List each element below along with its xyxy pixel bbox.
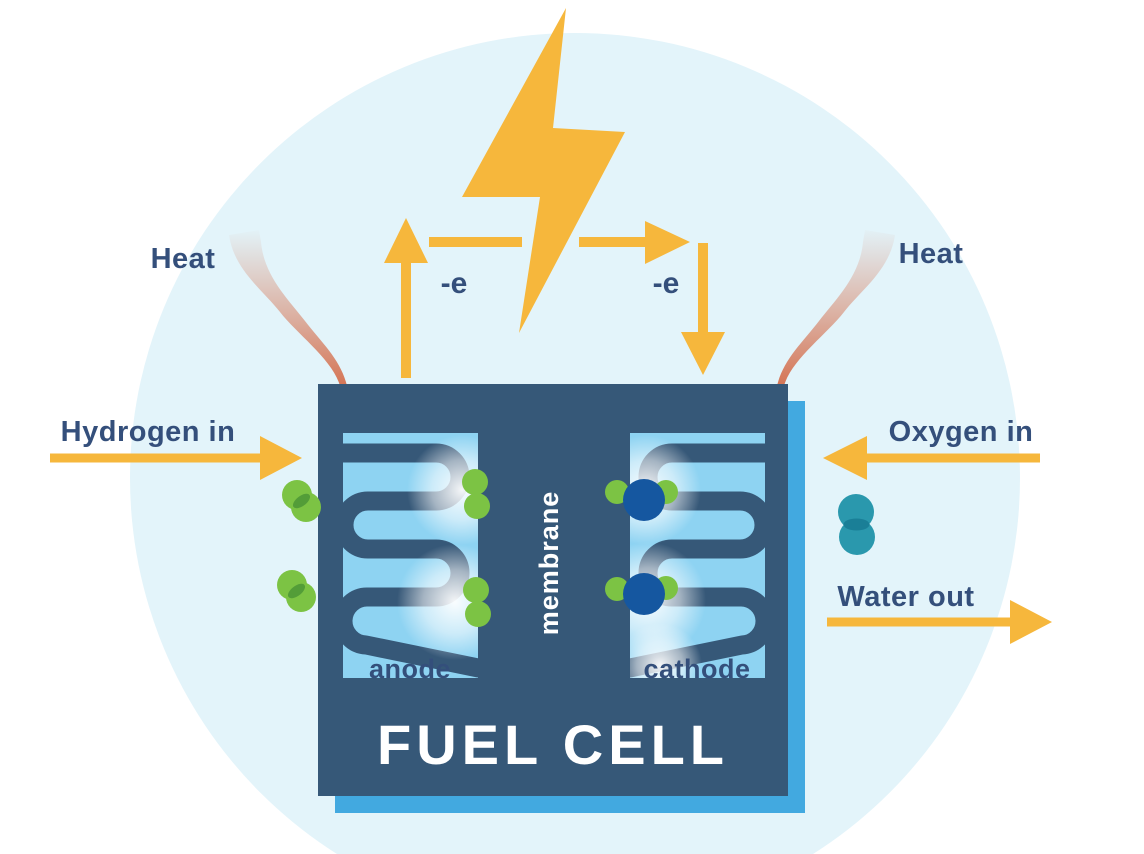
hydrogen-in-arrow	[50, 436, 302, 480]
hydrogen-molecule	[277, 570, 316, 612]
heat-label-left: Heat	[151, 243, 216, 275]
hydrogen-bond-overlap	[287, 583, 306, 599]
cathode-glow	[630, 623, 702, 678]
water-out-arrow-head	[1010, 600, 1052, 644]
oxygen-atom	[623, 573, 665, 615]
water-molecule	[605, 573, 678, 615]
hydrogen-in-label: Hydrogen in	[61, 416, 236, 448]
electron-arrow-up-head	[384, 218, 428, 263]
oxygen-in-label: Oxygen in	[889, 416, 1034, 448]
membrane-label: membrane	[534, 491, 564, 636]
hydrogen-atom	[463, 577, 489, 603]
fuel-cell-title: FUEL CELL	[377, 713, 729, 776]
hydrogen-atom	[605, 480, 629, 504]
oxygen-in-arrow	[823, 436, 1040, 480]
oxygen-bond-overlap	[843, 518, 870, 531]
hydrogen-atom	[462, 469, 488, 495]
anode-glow	[407, 435, 478, 545]
hydrogen-atom	[605, 577, 629, 601]
hydrogen-atom	[464, 493, 490, 519]
water-molecule	[605, 479, 678, 521]
anode-flow-field	[343, 435, 478, 678]
electron-arrow-right-head	[645, 221, 690, 264]
hydrogen-bond-overlap	[292, 493, 311, 509]
water-out-label: Water out	[837, 581, 974, 613]
hydrogen-atom	[465, 601, 491, 627]
hydrogen-in-arrow-head	[260, 436, 302, 480]
water-out-arrow	[827, 600, 1052, 644]
oxygen-molecule	[838, 494, 875, 555]
electron-path-left	[384, 218, 522, 378]
cathode-label: cathode	[643, 654, 750, 684]
fuel-cell-stack: anode cathode membrane FUEL CELL	[318, 384, 805, 813]
electron-label-left: -e	[441, 267, 468, 300]
oxygen-in-arrow-head	[823, 436, 867, 480]
anode-label: anode	[369, 654, 451, 684]
hydrogen-molecule	[463, 577, 491, 627]
anode-glow	[397, 544, 478, 660]
electron-label-right: -e	[653, 267, 680, 300]
lightning-bolt-icon	[462, 8, 625, 333]
hydrogen-molecule	[282, 480, 321, 522]
oxygen-atom	[623, 479, 665, 521]
hydrogen-molecule	[462, 469, 490, 519]
electron-path-right	[579, 221, 725, 375]
heat-label-right: Heat	[899, 238, 964, 270]
electron-arrow-down-head	[681, 332, 725, 375]
heat-flame-right-icon	[777, 230, 895, 386]
heat-flame-left-icon	[229, 230, 347, 386]
